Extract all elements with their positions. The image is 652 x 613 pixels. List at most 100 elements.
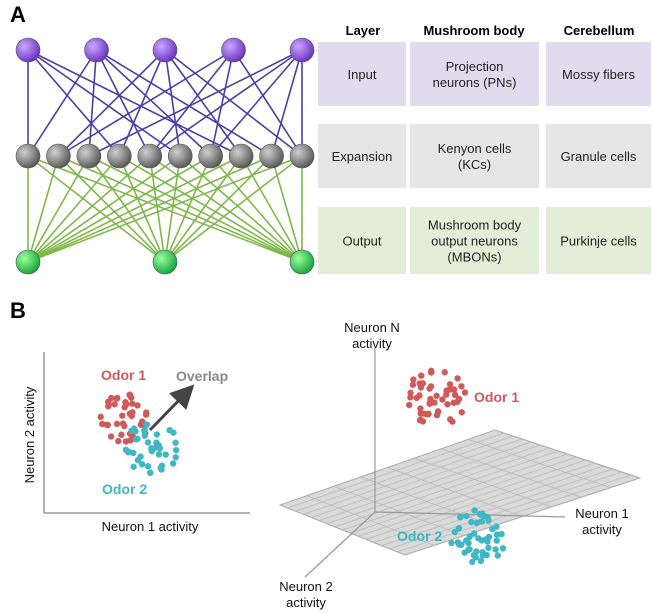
plane-grid-line [333,485,464,537]
output-connection [27,155,212,263]
table-cell-text: Kenyon cells [438,141,512,156]
data-point [141,427,148,435]
data-point [427,383,435,390]
data-point [493,523,500,530]
axis-neuron-1 [374,511,566,518]
data-point [158,466,165,473]
input-connection [27,49,181,157]
plot3d-odor1-label: Odor 1 [474,389,519,405]
data-point [448,539,455,547]
panel-label-a: A [10,2,26,27]
input-connection [164,49,182,157]
odor-scatter-2d: Neuron 2 activity Neuron 1 activity Odor… [22,352,250,534]
data-point [441,369,448,376]
data-point [484,538,491,545]
input-neuron [221,37,246,63]
data-point [130,425,138,432]
data-point [407,394,414,401]
table-header-cerebellum: Cerebellum [564,23,635,38]
axis-neuron-1-label-line2: activity [582,522,622,537]
overlap-arrow [148,384,195,432]
data-point [125,448,133,455]
plane-grid-line [387,467,523,517]
network-diagram [15,37,315,275]
data-point [484,514,491,521]
data-point [134,435,141,442]
data-point [470,530,478,537]
output-connection [164,155,303,263]
input-connection [88,49,303,157]
output-connection [149,155,303,263]
plot2d-odor1-label: Odor 1 [101,367,146,383]
expansion-neuron [289,143,315,169]
data-point [172,454,179,461]
data-point [97,413,104,421]
data-point [104,421,112,429]
data-point [458,383,465,390]
output-connection [58,155,303,263]
data-point [477,511,484,518]
data-point [119,412,126,419]
data-point [461,389,469,396]
data-point [144,439,152,446]
input-connection [149,49,303,157]
data-point [142,411,150,418]
axis-neuron-n-label-line1: Neuron N [344,320,400,335]
input-connection [57,49,166,157]
data-point [417,405,424,412]
panel-label-b: B [10,298,26,323]
output-connection [164,155,212,263]
data-point [130,463,137,470]
output-connection [27,155,166,263]
data-point [477,557,485,565]
data-point [450,399,457,406]
table-cell-text: Mossy fibers [562,67,635,82]
plot2d-odor1-cluster [97,391,150,445]
expansion-neuron [259,143,284,169]
input-connection [27,49,242,157]
data-point [471,507,478,514]
input-connection [27,49,120,157]
data-point [418,372,425,379]
data-point [169,460,177,467]
data-point [417,410,424,417]
data-point [137,421,144,428]
input-connection [58,49,234,157]
data-point [150,445,157,452]
input-connection [149,49,235,157]
data-point [409,381,417,388]
table-header-mushroom-body: Mushroom body [423,23,525,38]
data-point [451,528,458,536]
data-point [434,408,442,415]
data-point [428,367,435,375]
output-connection [27,155,272,263]
output-connection [88,155,303,263]
data-point [121,404,128,411]
input-connection [27,49,98,157]
output-neuron [289,249,315,275]
data-point [129,400,136,407]
input-neuron [152,37,178,63]
expansion-neuron [167,143,193,169]
output-connection [164,155,273,263]
plane-grid-line [360,476,494,527]
plot2d-y-label: Neuron 2 activity [22,386,37,483]
table-cell [410,42,539,106]
input-neuron [84,37,109,63]
layer-table: Layer Mushroom body Cerebellum InputProj… [318,23,651,274]
data-point [153,431,161,438]
data-point [493,537,500,544]
data-point [492,546,499,553]
output-connection [148,155,166,263]
plot3d-odor2-cluster [448,507,507,566]
data-point [166,426,173,434]
expansion-neuron [76,143,102,169]
table-cell-text: output neurons [431,234,518,249]
input-connection [232,49,303,157]
data-point [155,451,163,458]
table-cell [318,207,406,274]
data-point [475,535,482,542]
data-point [141,432,148,439]
output-connection [164,155,242,263]
